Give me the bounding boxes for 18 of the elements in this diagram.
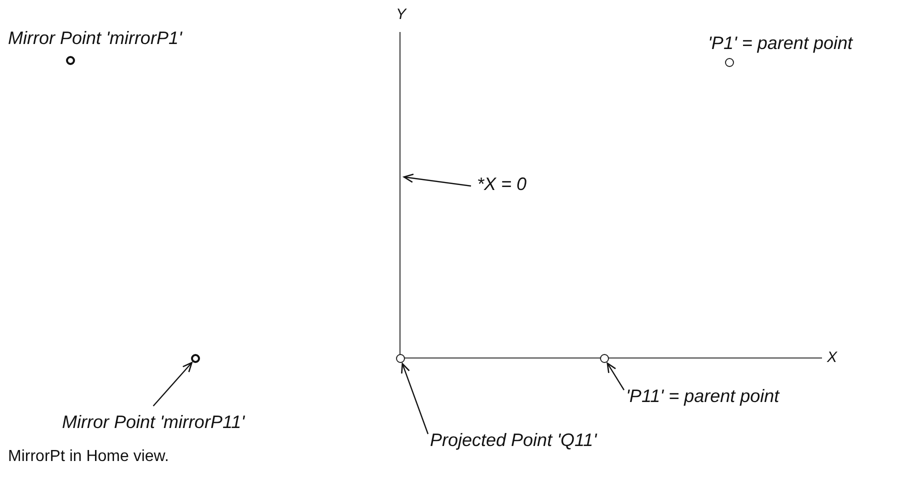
leader-arrow	[403, 174, 472, 187]
point-marker	[66, 56, 75, 65]
leader-arrow	[401, 363, 429, 434]
point-marker	[600, 354, 609, 363]
leader-arrow	[606, 362, 625, 390]
axis-label: X	[827, 348, 838, 368]
axis-label: Y	[396, 5, 406, 25]
point-marker	[191, 354, 200, 363]
leader-arrow	[152, 362, 192, 406]
callout-text: 'P11' = parent point	[626, 386, 780, 406]
point-label: 'P1' = parent point	[708, 33, 852, 53]
caption: MirrorPt in Home view.	[8, 447, 169, 467]
point-label: Mirror Point 'mirrorP1'	[8, 28, 182, 48]
callout-text: Projected Point 'Q11'	[430, 430, 597, 450]
callout-text: Mirror Point 'mirrorP11'	[62, 412, 245, 432]
point-marker	[396, 354, 405, 363]
callout-text: *X = 0	[477, 174, 527, 194]
point-marker	[725, 58, 734, 67]
